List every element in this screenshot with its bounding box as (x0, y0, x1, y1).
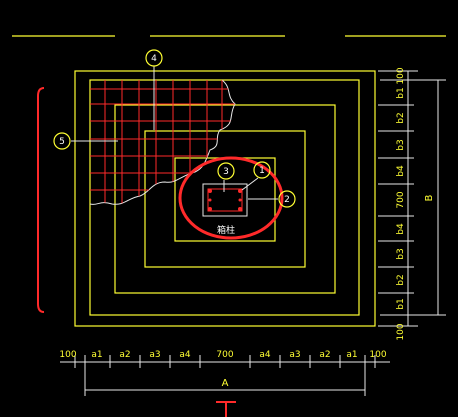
dim-right-seg-1: 100 (396, 67, 406, 84)
dim-right-seg-5: b4 (396, 165, 406, 177)
dim-bottom-seg-4: a3 (149, 350, 160, 360)
dim-bottom-seg-9: a2 (319, 350, 330, 360)
callout-1: 1 (259, 166, 265, 176)
dim-right-seg-3: b2 (396, 112, 406, 123)
dim-bottom-seg-2: a1 (91, 350, 102, 360)
callout-5-circle (53, 132, 71, 150)
rebar-mesh (89, 79, 236, 205)
callout-5: 5 (59, 137, 65, 147)
column-label: 箱柱 (217, 224, 235, 236)
dim-right-seg-6: 700 (396, 191, 406, 208)
step-4-outline (144, 130, 306, 268)
step-3-outline (114, 104, 336, 294)
dimension-right: 100 b1 b2 b3 b4 700 b4 b3 b2 b1 100 B (378, 67, 446, 341)
column-outline (202, 183, 248, 217)
callout-3: 3 (223, 167, 229, 177)
dim-right-seg-10: b1 (396, 298, 406, 309)
dim-bottom-seg-7: a4 (259, 350, 271, 360)
dim-right-seg-9: b2 (396, 274, 406, 285)
dim-bottom-seg-8: a3 (289, 350, 300, 360)
dim-right-seg-11: 100 (396, 323, 406, 340)
mesh-lines (90, 80, 235, 205)
dim-right-seg-2: b1 (396, 87, 406, 98)
step-1-outline (74, 70, 376, 327)
dim-right-seg-7: b4 (396, 223, 406, 235)
column-stirrup (207, 188, 243, 212)
footing-steps (74, 70, 376, 327)
dimension-bottom: 100 a1 a2 a3 a4 700 a4 a3 a2 a1 100 A (59, 350, 390, 396)
column-bars (208, 189, 242, 211)
callout-4-circle (145, 49, 163, 67)
section-marker (216, 401, 236, 417)
callouts: 4 5 3 1 2 (53, 49, 296, 208)
callout-1-circle (253, 161, 271, 179)
callout-2-circle (278, 190, 296, 208)
dim-bottom-seg-3: a2 (119, 350, 130, 360)
dim-right-seg-8: b3 (396, 248, 406, 259)
highlight-ellipse (178, 156, 284, 240)
dim-bottom-seg-11: 100 (369, 350, 386, 360)
dim-right-total: B (424, 194, 435, 201)
step-2-outline (89, 79, 360, 316)
dim-bottom-total: A (222, 378, 229, 389)
dim-bottom-seg-10: a1 (346, 350, 357, 360)
rebar-length-bracket (37, 87, 45, 313)
mesh-break-line (89, 79, 236, 205)
dim-right-seg-4: b3 (396, 139, 406, 150)
dim-bottom-seg-1: 100 (59, 350, 76, 360)
column: 箱柱 (202, 183, 248, 236)
callout-2: 2 (284, 195, 290, 205)
dim-bottom-seg-5: a4 (179, 350, 191, 360)
dim-bottom-seg-6: 700 (216, 350, 233, 360)
callout-4: 4 (151, 54, 157, 64)
callout-3-circle (217, 162, 235, 180)
